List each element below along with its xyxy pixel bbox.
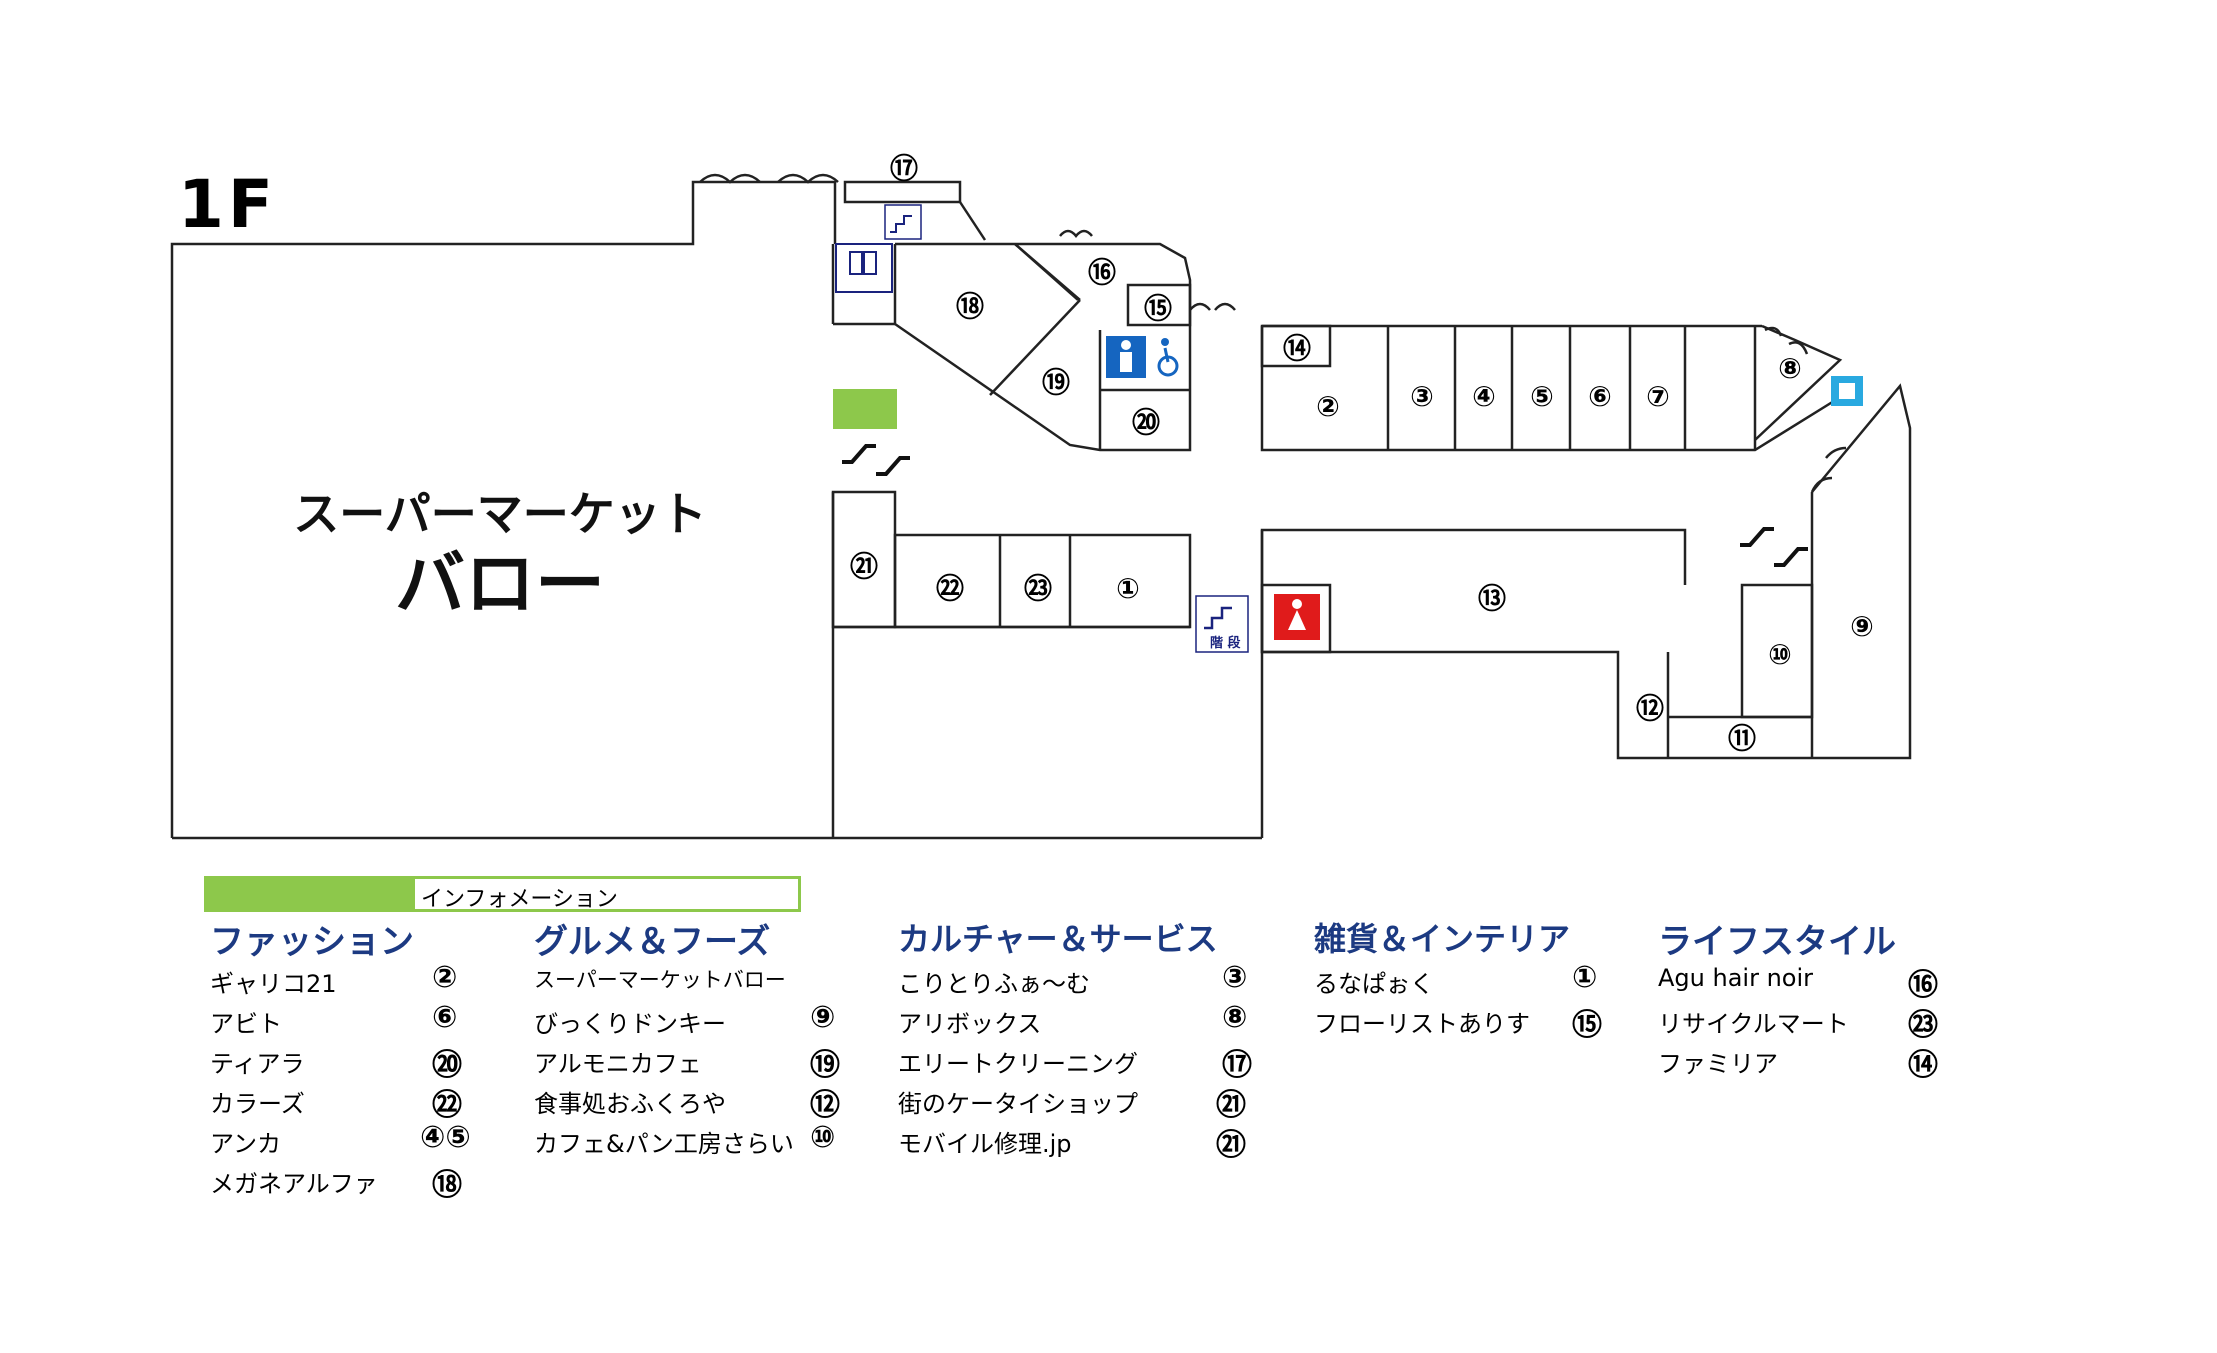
shop-number[interactable]: ⑰ (890, 152, 918, 185)
shop-number[interactable]: ⑩ (1768, 638, 1792, 671)
directory-entry[interactable]: ファミリア (1658, 1050, 1778, 1078)
shop-number[interactable]: ⑫ (1636, 692, 1664, 725)
directory-entry[interactable]: アビト (210, 1010, 282, 1038)
directory-entry[interactable]: こりとりふぁ～む (898, 970, 1090, 998)
directory-number: ⑳ (432, 1048, 462, 1083)
category-title-fashion: ファッション (210, 922, 414, 962)
directory-number: ⑱ (432, 1168, 462, 1203)
women-restroom-icon (1274, 594, 1320, 640)
directory-entry[interactable]: アンカ (210, 1130, 282, 1158)
shop-number[interactable]: ⑦ (1646, 380, 1670, 413)
directory-entry[interactable]: スーパーマーケットバロー (534, 968, 786, 992)
supermarket-name-line2: バロー (395, 543, 605, 625)
shop-number[interactable]: ② (1316, 390, 1340, 423)
directory-number: ⑩ (810, 1120, 836, 1155)
directory-number: ㉒ (432, 1088, 462, 1123)
directory-number: ④⑤ (420, 1120, 471, 1155)
directory-number: ⑫ (810, 1088, 840, 1123)
directory-entry[interactable]: ギャリコ21 (210, 970, 337, 998)
directory-number: ㉑ (1216, 1128, 1246, 1163)
information-legend: インフォメーション (204, 876, 801, 912)
shop-number[interactable]: ㉒ (936, 572, 964, 605)
category-title-lifestyle: ライフスタイル (1658, 922, 1896, 962)
category-title-goods-interior: 雑貨＆インテリア (1314, 920, 1571, 958)
directory-entry[interactable]: アリボックス (898, 1010, 1042, 1038)
category-title-culture-service: カルチャー＆サービス (898, 920, 1218, 958)
directory-entry[interactable]: フローリストありす (1314, 1010, 1530, 1038)
elevator-icon (835, 243, 893, 293)
directory-number: ㉓ (1908, 1008, 1938, 1043)
aed-icon (1831, 376, 1863, 406)
directory-entry[interactable]: ティアラ (210, 1050, 305, 1078)
directory-number: ⑨ (810, 1000, 836, 1035)
information-desk (833, 389, 897, 429)
directory-number: ⑰ (1222, 1048, 1252, 1083)
shop-number[interactable]: ⑤ (1530, 380, 1554, 413)
shop-number[interactable]: ③ (1410, 380, 1434, 413)
shop-number[interactable]: ④ (1472, 380, 1496, 413)
wheelchair-icon (1157, 338, 1179, 377)
directory-number: ⑯ (1908, 968, 1938, 1003)
shop-number[interactable]: ⑯ (1088, 256, 1116, 289)
directory-entry[interactable]: カフェ&パン工房さらい (534, 1130, 794, 1158)
shop-number[interactable]: ㉓ (1024, 572, 1052, 605)
directory-number: ⑭ (1908, 1048, 1938, 1083)
directory-entry[interactable]: エリートクリーニング (898, 1050, 1138, 1078)
directory-number: ② (432, 960, 458, 995)
directory-entry[interactable]: リサイクルマート (1658, 1010, 1849, 1038)
shop-number[interactable]: ⑥ (1588, 380, 1612, 413)
shop-number[interactable]: ⑧ (1778, 352, 1802, 385)
directory-number: ⑮ (1572, 1008, 1602, 1043)
directory-entry[interactable]: 食事処おふくろや (534, 1090, 726, 1118)
men-restroom-icon (1106, 336, 1146, 378)
directory-entry[interactable]: モバイル修理.jp (898, 1130, 1072, 1158)
information-legend-label: インフォメーション (421, 887, 618, 912)
directory-entry[interactable]: 街のケータイショップ (898, 1090, 1138, 1118)
shop-number[interactable]: ⑨ (1850, 610, 1874, 643)
directory-number: ⑲ (810, 1048, 840, 1083)
category-title-gourmet: グルメ＆フーズ (534, 922, 771, 962)
directory-number: ⑥ (432, 1000, 458, 1035)
directory-entry[interactable]: るなぱぉく (1314, 970, 1434, 998)
directory-number: ⑧ (1222, 1000, 1248, 1035)
shop-number[interactable]: ⑬ (1478, 582, 1506, 615)
shop-number[interactable]: ① (1116, 572, 1140, 605)
directory-entry[interactable]: びっくりドンキー (534, 1010, 726, 1038)
shop-number[interactable]: ⑲ (1042, 366, 1070, 399)
directory-number: ① (1572, 960, 1598, 995)
directory-entry[interactable]: Agu hair noir (1658, 964, 1814, 992)
shop-number[interactable]: ⑪ (1728, 722, 1756, 755)
shop-number[interactable]: ⑭ (1283, 332, 1311, 365)
shop-number[interactable]: ⑱ (956, 290, 984, 323)
supermarket-name-line1: スーパーマーケット (293, 487, 707, 541)
stairs-icon: 階 段 (1195, 595, 1249, 653)
shop-number[interactable]: ⑮ (1144, 292, 1172, 325)
floor-label: 1F (178, 166, 278, 243)
directory-entry[interactable]: カラーズ (210, 1090, 305, 1118)
stairs-icon (884, 204, 922, 240)
shop-number[interactable]: ㉑ (850, 550, 878, 583)
information-swatch (207, 879, 415, 909)
escalator-icon (842, 444, 1808, 567)
directory-number: ③ (1222, 960, 1248, 995)
svg-text:階 段: 階 段 (1210, 635, 1241, 651)
shop-number[interactable]: ⑳ (1132, 406, 1160, 439)
directory-entry[interactable]: メガネアルファ (210, 1170, 378, 1198)
directory-number: ㉑ (1216, 1088, 1246, 1123)
directory-entry[interactable]: アルモニカフェ (534, 1050, 702, 1078)
